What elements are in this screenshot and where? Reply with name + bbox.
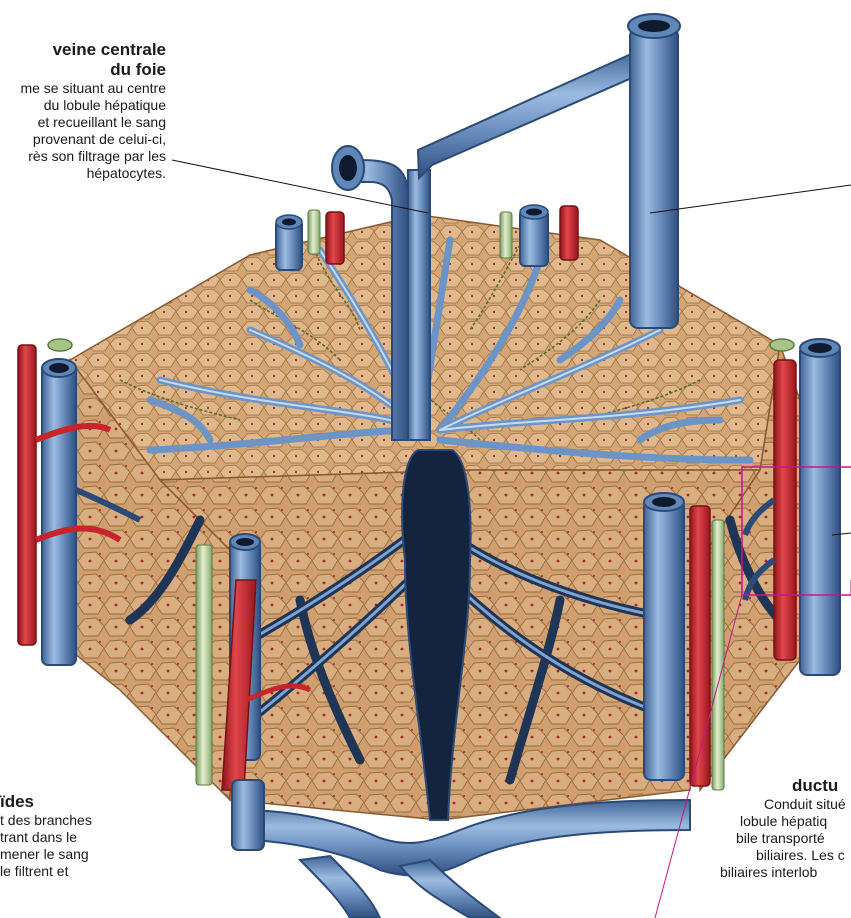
ductule-line: biliaires interlob — [700, 864, 851, 881]
sinusoid-line: le filtrent et — [0, 863, 170, 880]
central-vein-line: rès son filtrage par les — [0, 148, 166, 165]
lower-vein-down — [232, 780, 264, 850]
central-vein-line: me se situant au centre — [0, 80, 166, 97]
sinusoid-line: mener le sang — [0, 846, 170, 863]
sinusoid-label: ïdes t des branches trant dans le mener … — [0, 792, 170, 880]
leader-sublobular-vein — [650, 185, 851, 213]
sinusoid-line: t des branches — [0, 812, 170, 829]
ductule-line: Conduit situé — [700, 796, 851, 813]
central-vein-label: veine centrale du foie me se situant au … — [0, 40, 166, 182]
central-vein-description: me se situant au centre du lobule hépati… — [0, 80, 166, 182]
ductule-description: Conduit situé lobule hépatiq bile transp… — [700, 796, 851, 881]
central-vein-line: provenant de celui-ci, — [0, 131, 166, 148]
ductule-label: ductu Conduit situé lobule hépatiq bile … — [700, 776, 851, 881]
central-vein-line: du lobule hépatique — [0, 97, 166, 114]
sinusoid-description: t des branches trant dans le mener le sa… — [0, 812, 170, 880]
central-vein-line: et recueillant le sang — [0, 114, 166, 131]
ductule-line: lobule hépatiq — [700, 813, 851, 830]
portal-triad-front-right — [644, 493, 724, 790]
central-vein-line: hépatocytes. — [0, 165, 166, 182]
sinusoid-title: ïdes — [0, 792, 170, 812]
ductule-line: bile transporté — [700, 830, 851, 847]
sinusoid-line: trant dans le — [0, 829, 170, 846]
ductule-line: biliaires. Les c — [700, 847, 851, 864]
ductule-title: ductu — [700, 776, 851, 796]
portal-triad-back-right — [500, 205, 578, 266]
central-vein-title-line1: veine centrale — [0, 40, 166, 60]
central-vein-title-line2: du foie — [0, 60, 166, 80]
sublobular-vein — [628, 14, 680, 328]
